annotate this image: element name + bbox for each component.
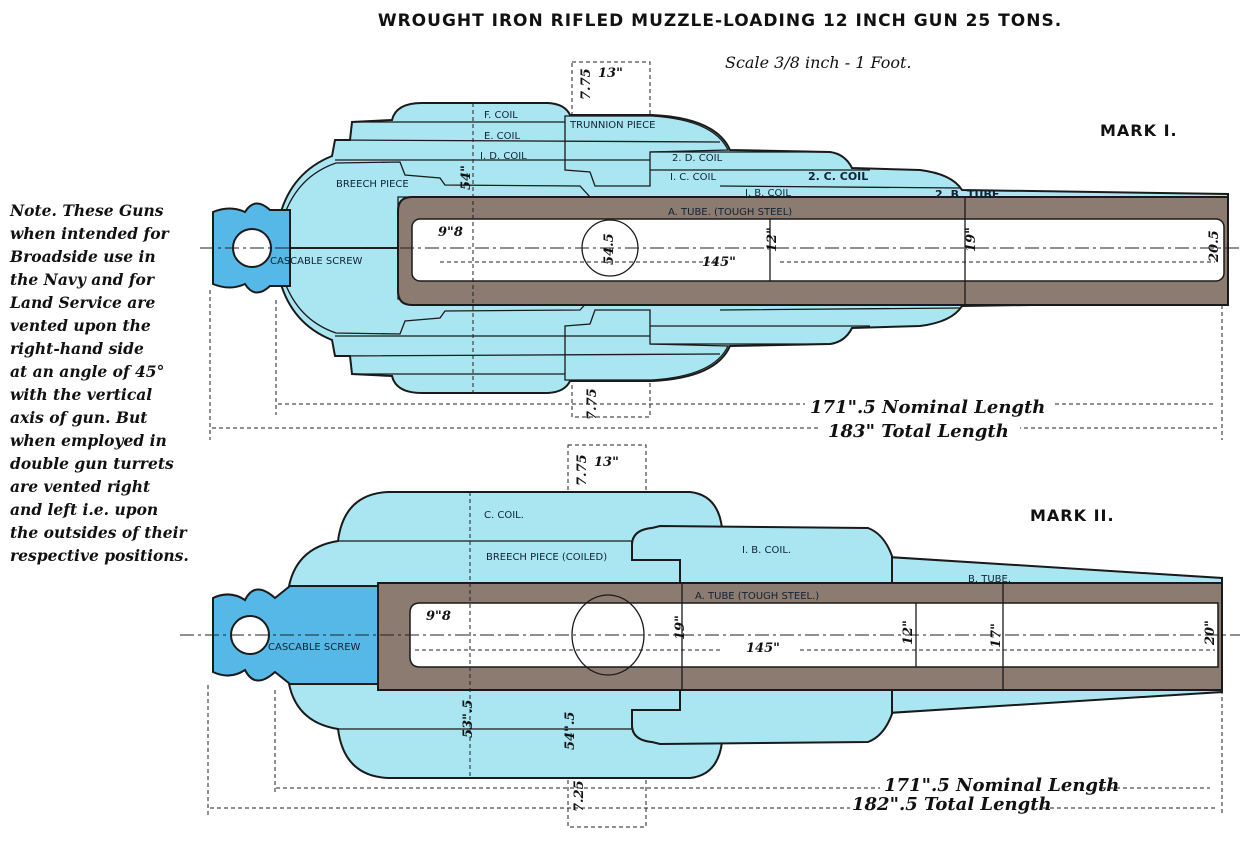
- note-line: at an angle of 45°: [10, 362, 164, 381]
- dim-trunnion-height: 7.75: [579, 68, 594, 100]
- dim-trunnion-height-bottom: 7.75: [585, 388, 600, 420]
- dim-tube-mid: 19": [964, 227, 979, 252]
- dim2-bore-length: 145": [746, 641, 780, 656]
- label-breech-piece: BREECH PIECE: [336, 179, 409, 190]
- note-line: right-hand side: [10, 339, 144, 358]
- note-line: and left i.e. upon: [10, 500, 158, 519]
- dim2-total-length: 182".5 Total Length: [852, 794, 1052, 815]
- label-a-tube: A. TUBE. (TOUGH STEEL): [668, 207, 792, 218]
- dim2-breech-diameter: 53".5: [461, 700, 476, 738]
- dim-bore-length: 145": [702, 255, 736, 270]
- label-1-b-coil-2: I. B. COIL.: [742, 545, 791, 556]
- note-line: when intended for: [10, 224, 171, 243]
- diagram-title: WROUGHT IRON RIFLED MUZZLE-LOADING 12 IN…: [378, 11, 1062, 31]
- dim2-trunnion-height-bottom: 7.25: [572, 780, 587, 812]
- label-1-c-coil: I. C. COIL: [670, 172, 716, 183]
- dim-calibre: 12": [765, 227, 780, 252]
- label-cascable-screw-2: CASCABLE SCREW: [268, 642, 361, 653]
- dim2-nominal-length: 171".5 Nominal Length: [884, 775, 1119, 796]
- note-line: the Navy and for: [10, 270, 156, 289]
- dim-total-length: 183" Total Length: [828, 421, 1009, 442]
- note-line: when employed in: [10, 431, 167, 450]
- dim-chamber: 9"8: [438, 225, 463, 240]
- label-c-coil: C. COIL.: [484, 510, 524, 521]
- mark-2-drawing: MARK II. C. COIL. BREECH PIECE (COILED): [180, 444, 1240, 828]
- dim-nominal-length: 171".5 Nominal Length: [810, 397, 1045, 418]
- label-f-coil: F. COIL: [484, 110, 518, 121]
- note-line: axis of gun. But: [10, 408, 148, 427]
- note-line: Broadside use in: [9, 247, 156, 266]
- note-line: double gun turrets: [10, 454, 174, 473]
- mark-2-title: MARK II.: [1030, 506, 1115, 525]
- vent-note: Note. These Guns when intended for Broad…: [9, 201, 189, 565]
- dim2-calibre: 12": [901, 620, 916, 645]
- dim2-trunnion-diameter: 54".5: [563, 712, 578, 750]
- note-line: are vented right: [10, 477, 151, 496]
- dim2-trunnion-width: 13": [594, 455, 619, 470]
- label-b-tube: B. TUBE.: [968, 574, 1011, 585]
- note-line: the outsides of their: [10, 523, 188, 542]
- label-1-d-coil: I. D. COIL: [480, 151, 527, 162]
- label-e-coil: E. COIL: [484, 131, 520, 142]
- scale-note: Scale 3/8 inch - 1 Foot.: [725, 53, 912, 72]
- mark-1-drawing: MARK I. F. COIL E. COIL I.: [200, 61, 1240, 442]
- dim-trunnion-width: 13": [598, 66, 623, 81]
- note-line: with the vertical: [10, 385, 152, 404]
- dim2-trunnion-height: 7.75: [575, 454, 590, 486]
- note-line: Land Service are: [9, 293, 155, 312]
- dim2-tube-diameter: 19": [673, 615, 688, 640]
- label-breech-piece-coiled: BREECH PIECE (COILED): [486, 552, 607, 563]
- label-1-b-coil: I. B. COIL: [745, 188, 791, 199]
- dim-trunnion-diameter: 54.5: [602, 233, 617, 265]
- label-a-tube-2: A. TUBE (TOUGH STEEL.): [695, 591, 819, 602]
- label-2-b-tube: 2. B. TUBE: [935, 188, 999, 201]
- label-2-d-coil: 2. D. COIL: [672, 153, 723, 164]
- label-trunnion-piece: TRUNNION PIECE: [569, 120, 655, 131]
- dim2-muzzle: 20": [1203, 620, 1218, 646]
- label-2-c-coil: 2. C. COIL: [808, 170, 868, 183]
- note-line: respective positions.: [10, 546, 189, 565]
- dim2-tube-mid: 17": [989, 623, 1004, 648]
- label-cascable-screw: CASCABLE SCREW: [270, 256, 363, 267]
- note-line: vented upon the: [10, 316, 151, 335]
- mark-1-title: MARK I.: [1100, 121, 1178, 140]
- dim-breech-diameter: 54": [459, 165, 474, 190]
- mark-1-bore: [411, 218, 1225, 282]
- dim-muzzle: 20.5: [1207, 230, 1222, 263]
- note-line: Note. These Guns: [9, 201, 164, 220]
- dim2-chamber: 9"8: [426, 609, 451, 624]
